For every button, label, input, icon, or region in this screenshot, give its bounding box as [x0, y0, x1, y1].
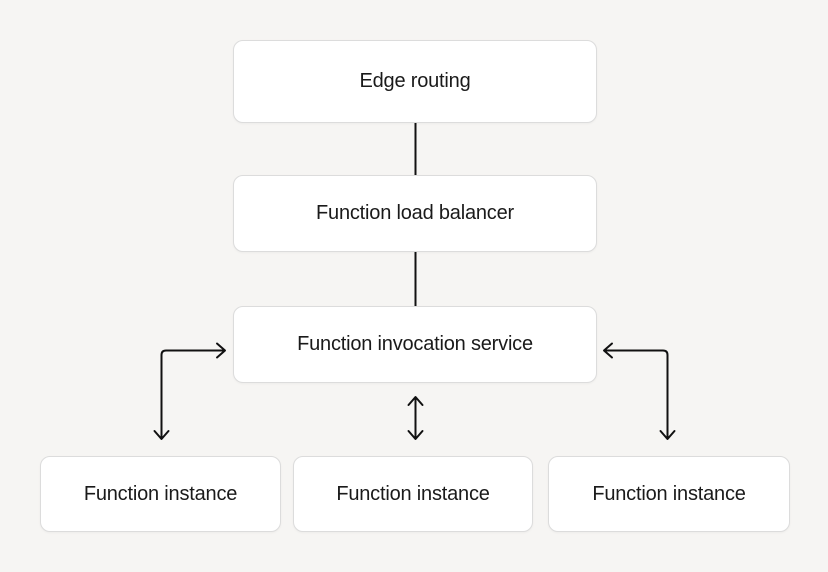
node-function-instance-2-label: Function instance — [336, 482, 490, 505]
node-function-load-balancer: Function load balancer — [233, 175, 597, 252]
node-edge-routing-label: Edge routing — [359, 70, 471, 92]
arrow-invocation-service-to-instance-1 — [153, 342, 226, 440]
node-function-invocation-service: Function invocation service — [233, 306, 597, 383]
node-function-instance-3: Function instance — [548, 456, 790, 532]
node-function-load-balancer-label: Function load balancer — [316, 202, 514, 224]
node-function-instance-2: Function instance — [293, 456, 533, 532]
node-function-instance-3-label: Function instance — [592, 482, 746, 505]
node-function-invocation-service-label: Function invocation service — [297, 333, 533, 355]
node-edge-routing: Edge routing — [233, 40, 597, 123]
arrow-invocation-service-to-instance-3 — [603, 342, 676, 440]
node-function-instance-1: Function instance — [40, 456, 281, 532]
node-function-instance-1-label: Function instance — [83, 482, 238, 505]
